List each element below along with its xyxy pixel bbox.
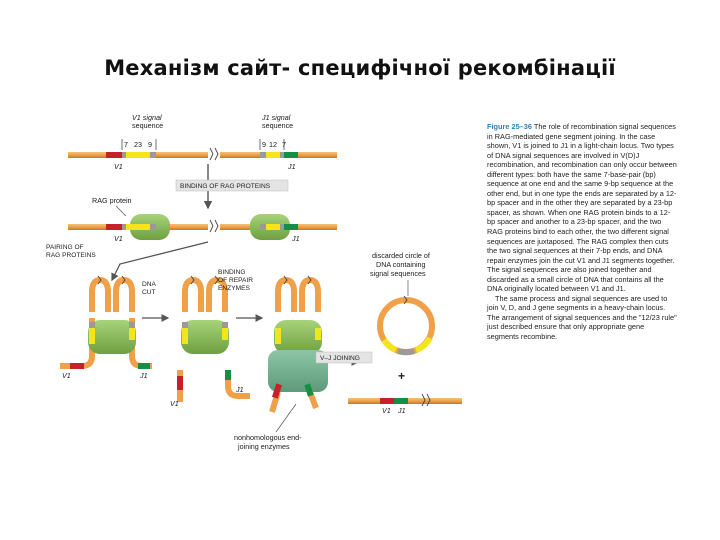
v1-signal-label-2: sequence xyxy=(132,121,163,130)
recombination-diagram: V1 signal sequence J1 signal sequence 7 … xyxy=(46,113,462,451)
binding-rag-label: BINDING OF RAG PROTEINS xyxy=(180,183,271,190)
nhej-label-1: nonhomologous end- xyxy=(234,433,302,442)
j1-label-mid: J1 xyxy=(291,234,300,243)
num-9-left: 9 xyxy=(148,140,152,149)
num-7-right: 7 xyxy=(282,140,286,149)
vj-joining-box xyxy=(315,351,373,364)
j1-label-top: J1 xyxy=(287,162,296,171)
num-12: 12 xyxy=(269,140,277,149)
discarded-dna-circle xyxy=(377,295,435,356)
pairing-arrow xyxy=(111,241,209,282)
repair-label-1: BINDING xyxy=(218,269,245,276)
j1-signal-label: J1 signal xyxy=(261,113,291,122)
j1-label-cut: J1 xyxy=(235,385,244,394)
nonamer-block xyxy=(150,152,156,158)
caption-paragraph-1: Figure 25–36 The role of recombination s… xyxy=(487,122,677,294)
figure-caption: Figure 25–36 The role of recombination s… xyxy=(487,122,677,342)
rag-bound-dna xyxy=(68,214,337,240)
final-v1-label: V1 xyxy=(382,406,391,415)
nhej-label-2: joining enzymes xyxy=(237,442,290,451)
j1-label-pair: J1 xyxy=(139,371,148,380)
vj-joining-label: V–J JOINING xyxy=(320,355,360,362)
spacer-23-block xyxy=(126,152,150,158)
discarded-label-3: signal sequences xyxy=(370,269,426,278)
pairing-label-1: PAIRING OF xyxy=(46,244,84,251)
dna-cut-label-2: CUT xyxy=(142,289,156,296)
joined-dna-strand xyxy=(348,393,462,407)
caption-text-1: The role of recombination signal sequenc… xyxy=(487,122,677,294)
nhej-pointer-line xyxy=(275,403,297,433)
top-dna-strand xyxy=(68,147,337,161)
paired-complex-3 xyxy=(268,275,328,413)
repair-label-2: OF REPAIR xyxy=(218,277,253,284)
discarded-label-1: discarded circle of xyxy=(372,251,430,260)
recombination-figure: V1 signal sequence J1 signal sequence 7 … xyxy=(40,112,472,511)
pairing-label-2: RAG PROTEINS xyxy=(46,252,96,259)
caption-figure-title: Figure 25–36 xyxy=(487,122,532,131)
v1-label-mid: V1 xyxy=(114,234,123,243)
break-mark xyxy=(209,147,219,161)
j1-segment xyxy=(284,152,298,158)
repair-enzyme-complex xyxy=(268,350,328,392)
binding-rag-box xyxy=(175,179,289,192)
heptamer-block xyxy=(280,152,284,158)
caption-paragraph-2: The same process and signal sequences ar… xyxy=(487,293,677,342)
v1-label-top: V1 xyxy=(114,162,123,171)
num-23: 23 xyxy=(134,140,142,149)
j1-signal-label-2: sequence xyxy=(262,121,293,130)
v1-segment xyxy=(106,152,122,158)
dna-cut-label-1: DNA xyxy=(142,281,157,288)
num-9-right: 9 xyxy=(262,140,266,149)
num-7-left: 7 xyxy=(124,140,128,149)
repair-label-3: ENZYMES xyxy=(218,285,250,292)
paired-complex-2 xyxy=(177,275,250,402)
rag-protein-label: RAG protein xyxy=(92,196,132,205)
paired-complex-1 xyxy=(60,275,152,369)
v1-label-pair: V1 xyxy=(62,371,71,380)
v1-label-cut: V1 xyxy=(170,399,179,408)
signal-brackets xyxy=(121,139,285,150)
final-j1-label: J1 xyxy=(397,406,406,415)
plus-sign: + xyxy=(398,369,405,383)
spacer-12-block xyxy=(266,152,280,158)
slide-title: Механізм сайт- специфічної рекомбінації xyxy=(104,56,616,80)
heptamer-block xyxy=(122,152,126,158)
v1-signal-label: V1 signal xyxy=(132,113,162,122)
discarded-label-2: DNA containing xyxy=(376,260,426,269)
rag-pointer-line xyxy=(115,205,127,217)
nonamer-block xyxy=(260,152,266,158)
